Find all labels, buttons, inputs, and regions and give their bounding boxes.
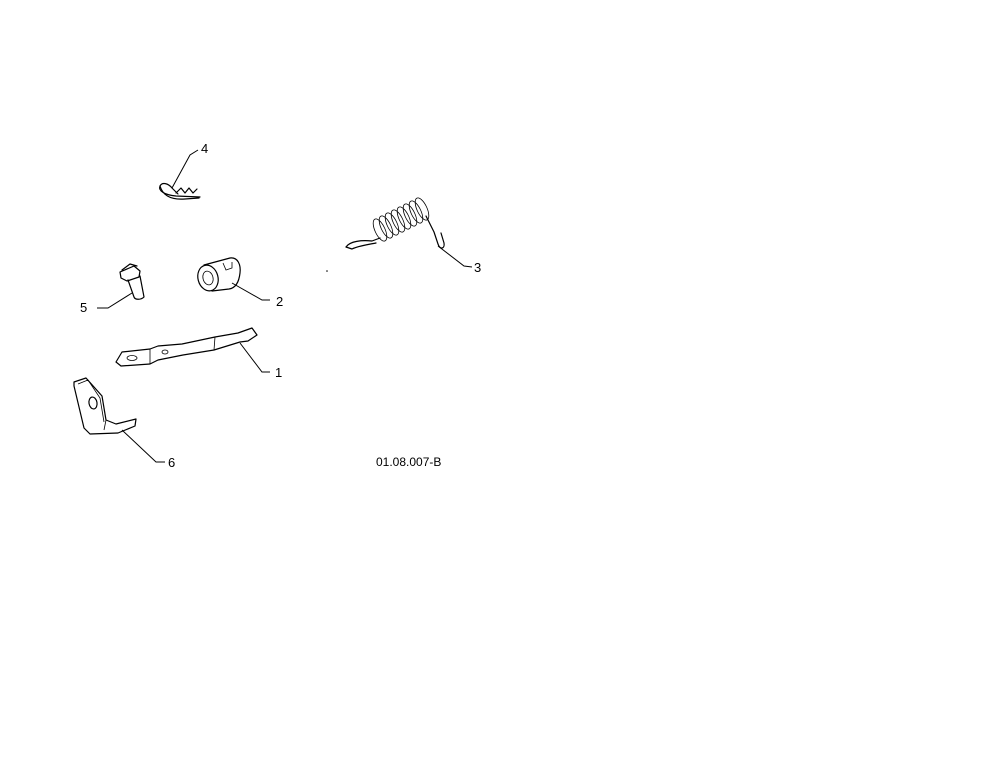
callout-3-label: 3: [474, 260, 481, 275]
part-6-angle-bracket: [73, 377, 165, 463]
part-3-tension-spring: [345, 197, 473, 268]
part-5-flange-screw: [97, 263, 145, 309]
callout-1-label: 1: [275, 365, 282, 380]
part-4-hairpin-clip: [159, 149, 201, 200]
callout-2-label: 2: [276, 294, 283, 309]
artifact-dot: [326, 270, 328, 272]
part-1-lever-plate: [115, 327, 270, 373]
callout-6-label: 6: [168, 455, 175, 470]
callout-5-label: 5: [80, 300, 87, 315]
part-2-bushing: [197, 257, 270, 301]
reference-code: 01.08.007-B: [376, 455, 441, 469]
callout-4-label: 4: [201, 141, 208, 156]
